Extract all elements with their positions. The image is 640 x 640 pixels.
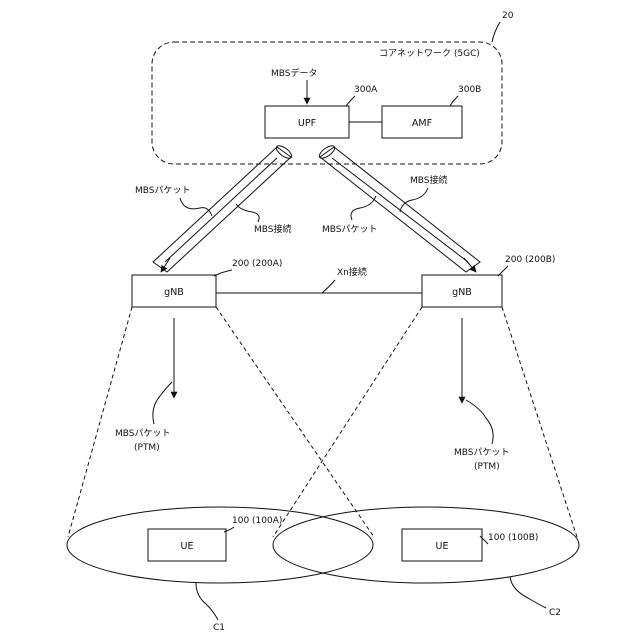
gnb-b-ref: 200 (200B) — [505, 255, 555, 265]
cell-c1-leader — [196, 583, 218, 620]
right-conn-label: MBS接続 — [410, 174, 448, 186]
gnb-a-ref: 200 (200A) — [232, 259, 282, 269]
mbs-tunnel-right — [317, 143, 480, 272]
cell-c2-ellipse — [273, 507, 579, 583]
coverage-beam-a — [68, 307, 374, 537]
amf-label: AMF — [412, 118, 432, 129]
ptm-b-line1: MBSパケット — [454, 447, 510, 458]
cell-c1-ellipse — [67, 507, 373, 583]
ptm-b-line2: (PTM) — [474, 462, 500, 472]
ue-b-ref: 100 (100B) — [488, 533, 538, 543]
mbs-tunnel-left — [153, 143, 294, 272]
ptm-a-line2: (PTM) — [134, 443, 160, 453]
ue-a-ref: 100 (100A) — [232, 516, 282, 526]
cell-c2-label: C2 — [549, 608, 561, 618]
right-packet-leader — [351, 196, 376, 220]
upf-label: UPF — [298, 118, 316, 129]
gnb-b-ref-leader — [498, 266, 508, 276]
core-network-ref: 20 — [502, 11, 514, 21]
mbs-data-label: MBSデータ — [271, 67, 318, 79]
ptm-a-line1: MBSパケット — [115, 428, 171, 439]
tunnel-right-arrow — [464, 258, 476, 272]
core-network-label: コアネットワーク (5GC) — [379, 48, 480, 59]
left-conn-label: MBS接続 — [254, 223, 292, 235]
ptm-a-leader — [153, 382, 172, 424]
left-packet-leader — [180, 198, 212, 216]
right-packet-label: MBSパケット — [322, 224, 378, 235]
gnb-b-label: gNB — [452, 287, 472, 298]
ue-a-label: UE — [181, 541, 194, 552]
gnb-a-ref-leader — [214, 270, 232, 276]
cell-c1-label: C1 — [213, 623, 225, 633]
core-network-boundary — [152, 42, 502, 164]
xn-label: Xn接続 — [337, 266, 367, 278]
amf-ref: 300B — [458, 85, 481, 95]
ue-b-ref-leader — [480, 536, 488, 544]
left-conn-leader — [236, 204, 259, 222]
xn-leader — [322, 280, 335, 293]
ue-b-label: UE — [436, 541, 449, 552]
core-network-ref-leader — [492, 22, 500, 42]
gnb-a-label: gNB — [164, 287, 184, 298]
cell-c2-leader — [510, 577, 546, 608]
right-conn-leader — [400, 188, 428, 212]
upf-ref-leader — [346, 96, 355, 106]
upf-ref: 300A — [354, 85, 378, 95]
coverage-beam-b — [273, 307, 577, 537]
amf-ref-leader — [450, 96, 458, 106]
left-packet-label: MBSパケット — [135, 185, 191, 196]
ptm-b-leader — [466, 400, 493, 444]
